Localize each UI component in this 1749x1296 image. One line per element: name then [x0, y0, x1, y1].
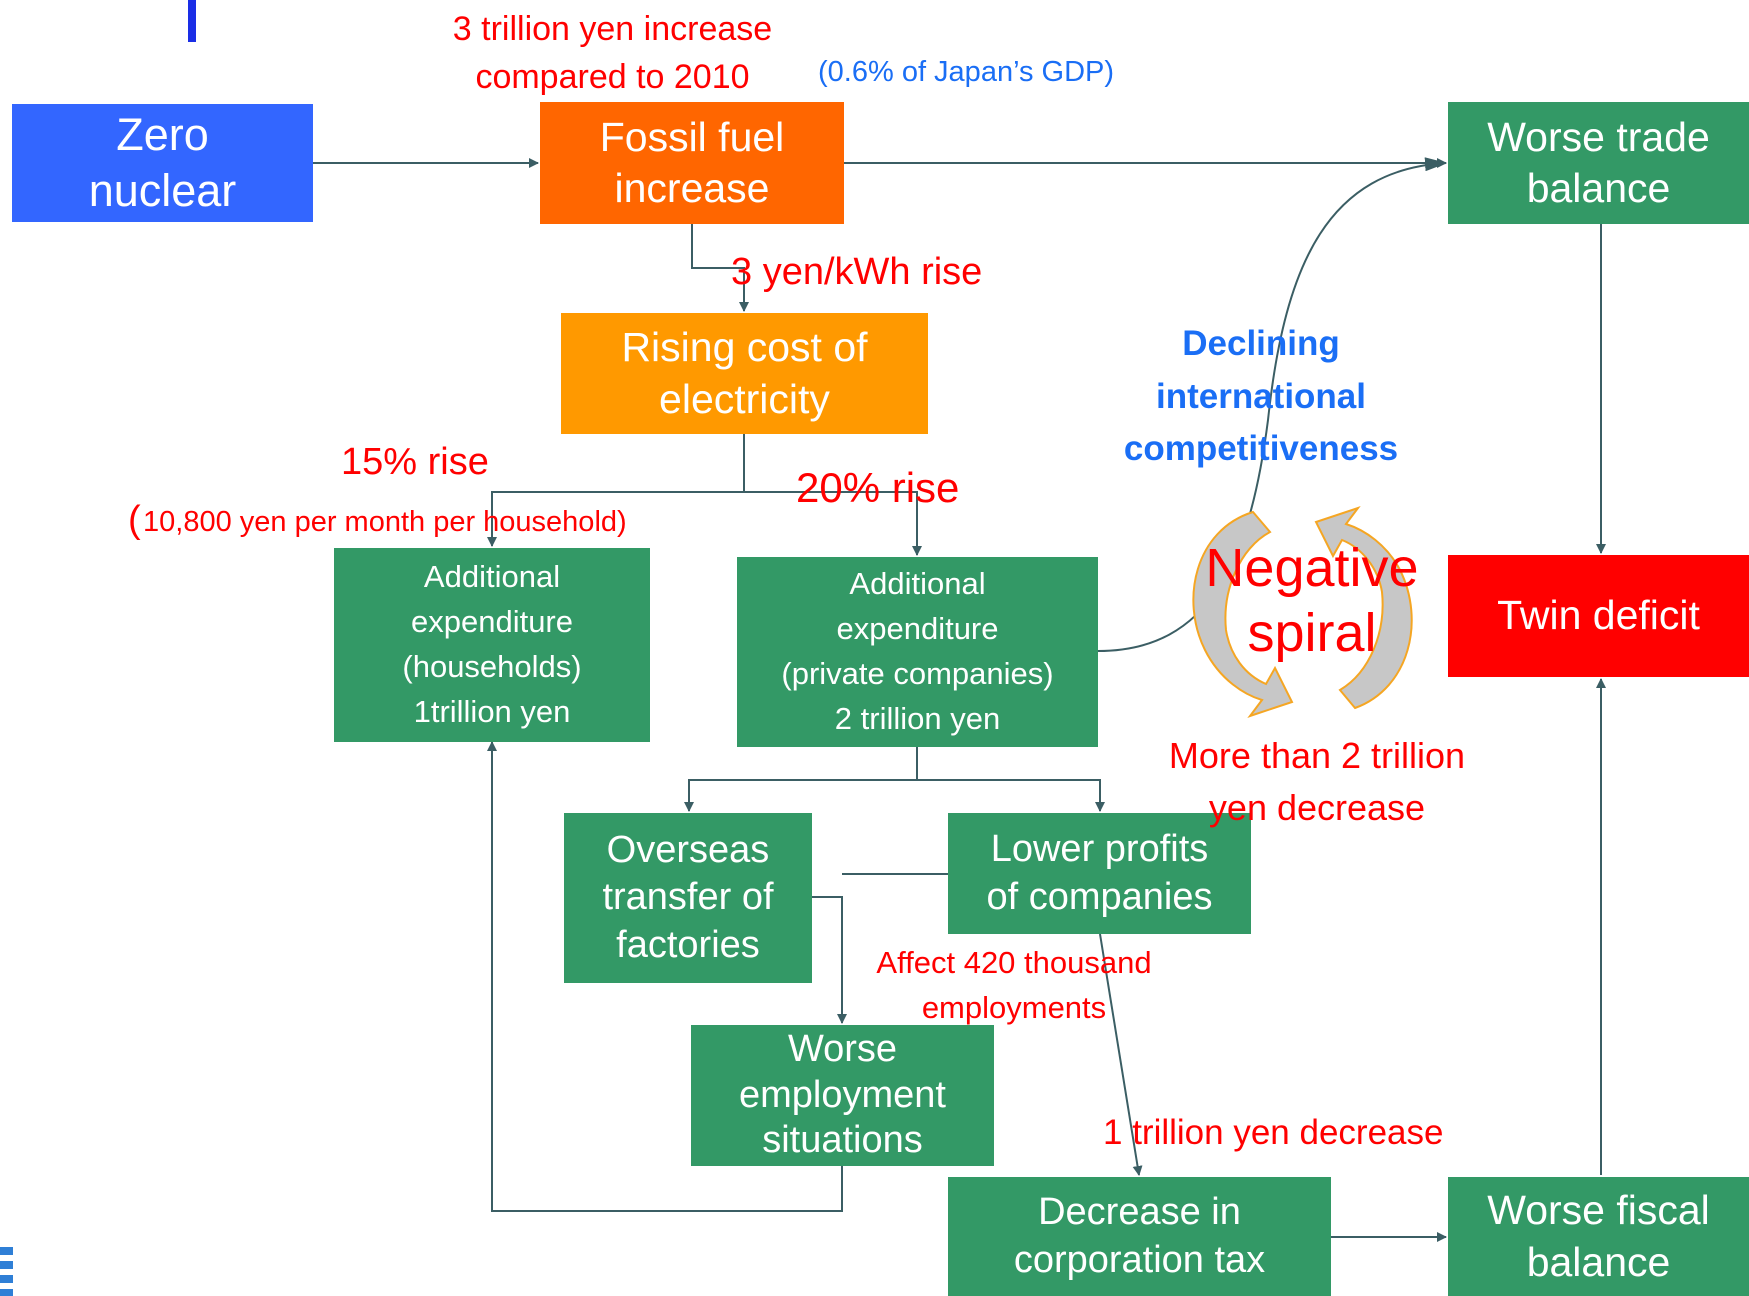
label-one-trillion: 1 trillion yen decrease — [1103, 1113, 1444, 1152]
label-affect-420: Affect 420 thousand employments — [876, 945, 1152, 1025]
label-more-than-2t: More than 2 trillion yen decrease — [1168, 735, 1466, 829]
node-worse-employment-text: Worse employment situations — [739, 1028, 946, 1162]
label-negative-spiral: Negative spiral — [1205, 538, 1419, 663]
node-fossil-fuel: Fossil fuel increase — [540, 102, 844, 224]
node-corp-tax-text: Decrease in corporation tax — [1013, 1191, 1266, 1281]
label-paren: ( — [128, 499, 141, 541]
node-worse-trade-text: Worse trade balance — [1487, 113, 1710, 211]
label-gdp: (0.6% of Japan’s GDP) — [818, 56, 1115, 88]
node-households-text: Additional expenditure (households) 1tri… — [402, 559, 582, 729]
arrow-profits-to-tax — [1099, 933, 1143, 1176]
node-companies: Additional expenditure (private companie… — [737, 557, 1098, 747]
node-zero-nuclear: Zero nuclear — [12, 104, 313, 222]
label-20-rise: 20% rise — [796, 464, 960, 511]
node-lower-profits-text: Lower profits of companies — [986, 828, 1213, 918]
node-households: Additional expenditure (households) 1tri… — [334, 548, 650, 742]
node-zero-nuclear-text: Zero nuclear — [88, 108, 237, 216]
arrow-companies-split — [684, 747, 918, 812]
arrow-fossil-to-cost — [691, 224, 749, 312]
arrow-employment-to-households — [487, 741, 843, 1212]
arrow-cost-to-companies — [744, 491, 922, 556]
arrow-to-lower-profits — [917, 779, 1105, 812]
arrow-cost-to-households — [487, 434, 745, 547]
node-fossil-fuel-text: Fossil fuel increase — [599, 113, 785, 211]
label-declining: Declining international competitiveness — [1123, 324, 1399, 468]
node-lower-profits: Lower profits of companies — [948, 813, 1251, 934]
node-twin-deficit-text: Twin deficit — [1497, 592, 1700, 639]
node-worse-trade: Worse trade balance — [1448, 102, 1749, 224]
node-twin-deficit: Twin deficit — [1448, 555, 1749, 677]
arrow-to-employment — [812, 896, 847, 1024]
node-overseas-text: Overseas transfer of factories — [602, 828, 774, 966]
node-worse-employment: Worse employment situations — [691, 1025, 994, 1166]
node-rising-cost: Rising cost of electricity — [561, 313, 928, 434]
node-worse-fiscal: Worse fiscal balance — [1448, 1177, 1749, 1296]
corner-accent-bar — [188, 0, 196, 42]
node-rising-cost-text: Rising cost of electricity — [621, 324, 868, 422]
arrow-companies-to-trade — [1097, 157, 1447, 652]
label-15-rise: 15% rise — [341, 441, 489, 483]
label-per-household: 10,800 yen per month per household) — [143, 506, 627, 538]
menu-icon — [0, 1247, 13, 1296]
label-fossil-increase: 3 trillion yen increase compared to 2010 — [452, 10, 773, 96]
node-corp-tax: Decrease in corporation tax — [948, 1177, 1331, 1296]
label-kwh-rise: 3 yen/kWh rise — [731, 251, 983, 293]
node-worse-fiscal-text: Worse fiscal balance — [1487, 1187, 1710, 1285]
node-companies-text: Additional expenditure (private companie… — [781, 566, 1054, 736]
node-overseas: Overseas transfer of factories — [564, 813, 812, 983]
